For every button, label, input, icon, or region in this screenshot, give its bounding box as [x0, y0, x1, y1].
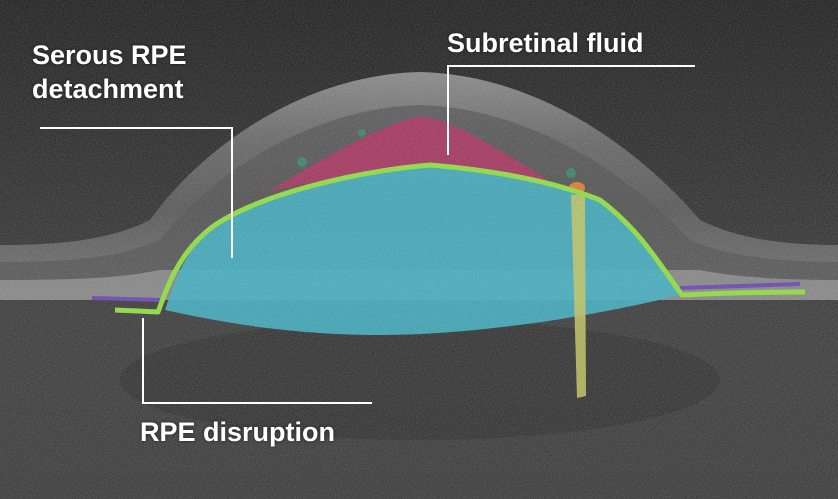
label-rpe-disruption: RPE disruption: [140, 417, 335, 447]
leader-line-serous: [40, 127, 233, 258]
label-serous-line2: detachment: [32, 74, 184, 104]
leader-line-subretinal: [447, 65, 695, 155]
leader-line-rpe: [142, 318, 372, 404]
label-serous-rpe-detachment: Serous RPE detachment: [32, 38, 187, 106]
label-subretinal-fluid: Subretinal fluid: [447, 28, 644, 58]
label-serous-line1: Serous RPE: [32, 40, 187, 70]
